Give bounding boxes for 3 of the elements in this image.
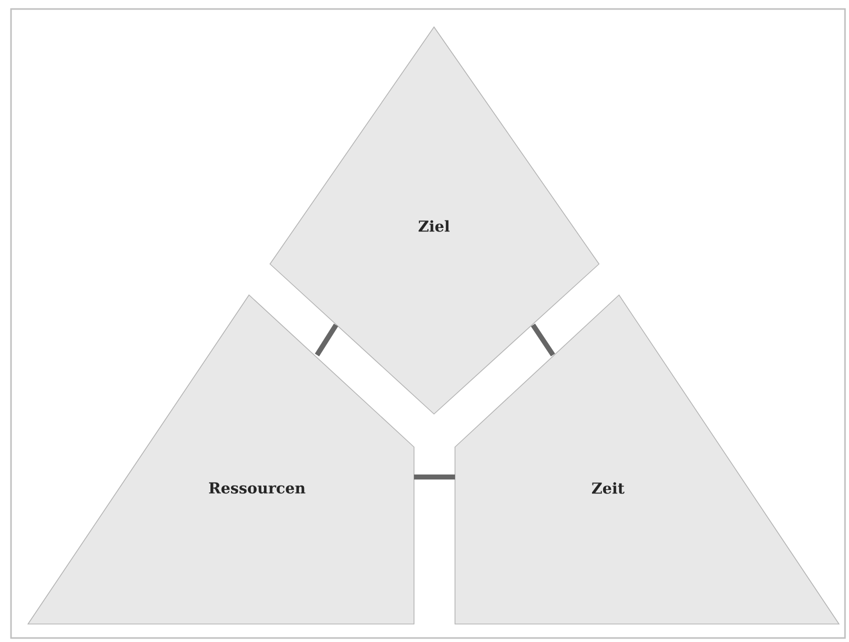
connector-bar (414, 474, 455, 480)
connector-bar (530, 324, 556, 356)
connector-bar (314, 324, 338, 356)
